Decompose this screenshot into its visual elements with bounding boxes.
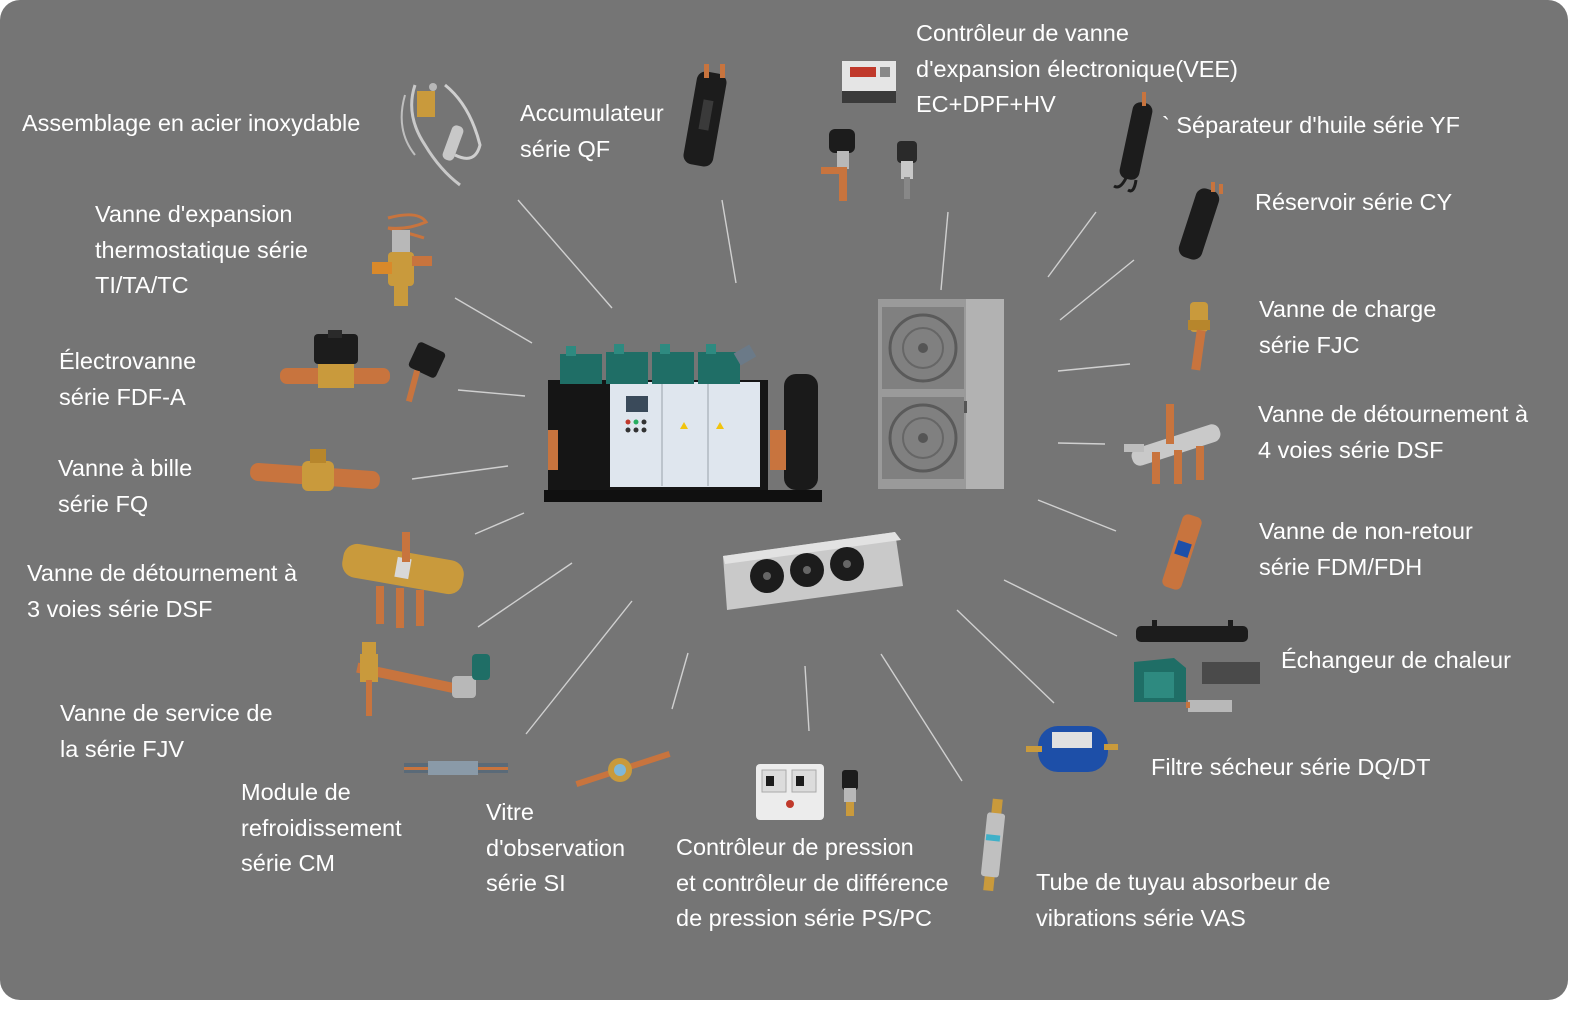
heat-exchanger-image: [1134, 620, 1260, 712]
label-stainless-assembly: Assemblage en acier inoxydable: [22, 110, 361, 136]
label-vibration-tube: Tube de tuyau absorbeur de vibrations sé…: [1036, 869, 1331, 931]
connector-line: [477, 562, 573, 628]
cooling-module-image: [404, 761, 508, 775]
label-service-valve: Vanne de service de la série FJV: [60, 700, 273, 762]
stainless-assembly-image: [400, 83, 482, 187]
connector-line: [474, 512, 525, 535]
pressure-controller-image: [756, 764, 858, 820]
connector-line: [940, 211, 949, 291]
solenoid-valve-image: [280, 330, 446, 403]
ball-valve-image: [250, 449, 380, 491]
service-valve-image: [356, 642, 490, 716]
connector-line: [804, 665, 810, 732]
label-check-valve: Vanne de non-retour série FDM/FDH: [1259, 518, 1473, 580]
evaporator-unit-cooler-image: [723, 532, 903, 610]
accumulator-image: [683, 64, 727, 167]
connector-line: [457, 389, 526, 397]
label-heat-exchanger: Échangeur de chaleur: [1281, 647, 1511, 673]
connector-line: [1057, 363, 1131, 372]
label-accumulator: Accumulateur série QF: [520, 100, 664, 162]
connector-line: [1047, 211, 1097, 278]
filter-drier-image: [1026, 726, 1118, 772]
four-way-valve-image: [1124, 404, 1221, 484]
connector-line: [517, 199, 613, 309]
eev-controller-box-image: [842, 61, 896, 103]
connector-line: [454, 297, 533, 344]
label-eev-controller: Contrôleur de vanne d'expansion électron…: [916, 20, 1238, 117]
connector-line: [956, 609, 1055, 704]
charge-valve-image: [1188, 302, 1210, 371]
vibration-absorber-tube-image: [981, 798, 1006, 892]
connector-line: [671, 652, 689, 710]
connector-line: [880, 653, 963, 782]
outdoor-unit-image: [878, 299, 1004, 489]
label-three-way-valve: Vanne de détournement à 3 voies série DS…: [27, 560, 298, 622]
label-receiver: Réservoir série CY: [1255, 189, 1453, 215]
connector-line: [1059, 259, 1135, 321]
label-solenoid-valve: Électrovanne série FDF-A: [59, 348, 197, 410]
sight-glass-image: [575, 751, 671, 787]
connector-line: [1037, 499, 1117, 532]
connector-line: [721, 199, 737, 284]
connector-line: [1057, 442, 1106, 445]
check-valve-image: [1162, 514, 1202, 590]
label-txv: Vanne d'expansion thermostatique série T…: [95, 201, 308, 298]
connector-line: [411, 465, 509, 480]
label-pressure-controller: Contrôleur de pression et contrôleur de …: [676, 834, 949, 931]
label-oil-separator: ` Séparateur d'huile série YF: [1162, 112, 1460, 138]
three-way-valve-image: [342, 532, 464, 628]
compressor-rack-unit-image: [544, 344, 822, 502]
label-filter-drier: Filtre sécheur série DQ/DT: [1151, 754, 1431, 780]
label-four-way-valve: Vanne de détournement à 4 voies série DS…: [1258, 401, 1529, 463]
label-sight-glass: Vitre d'observation série SI: [486, 799, 626, 896]
label-ball-valve: Vanne à bille série FQ: [58, 455, 193, 517]
receiver-image: [1178, 182, 1223, 260]
label-cooling-module: Module de refroidissement série CM: [241, 779, 402, 876]
label-charge-valve: Vanne de charge série FJC: [1259, 296, 1437, 358]
eev-valve-and-sensor-image: [821, 129, 917, 201]
thermostatic-expansion-valve-image: [372, 213, 432, 306]
oil-separator-image: [1113, 92, 1153, 193]
connector-line: [1003, 579, 1118, 637]
connector-line: [525, 600, 633, 735]
